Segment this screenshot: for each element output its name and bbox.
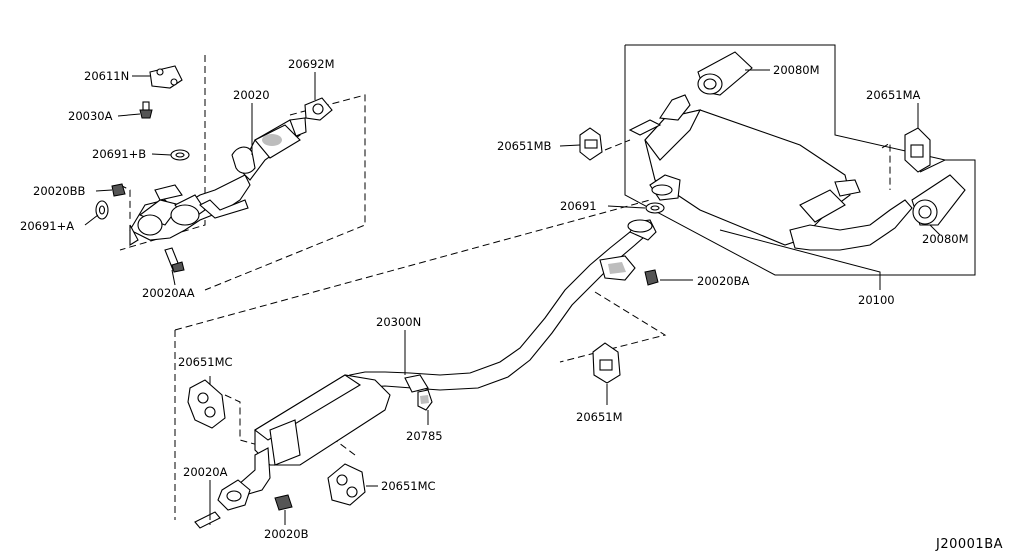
label-20651MB: 20651MB: [497, 139, 552, 153]
label-20080M-right: 20080M: [922, 232, 969, 246]
label-20692M: 20692M: [288, 57, 335, 71]
label-20020B: 20020B: [264, 527, 309, 541]
label-20611N: 20611N: [84, 69, 129, 83]
leader-lines: [84, 69, 941, 525]
nut-20020BA: [644, 269, 659, 286]
label-20300N: 20300N: [376, 315, 421, 329]
mount-rubber-20651MC-top: [187, 379, 226, 429]
label-20691B: 20691+B: [92, 147, 146, 161]
label-20020: 20020: [233, 88, 270, 102]
finisher-20080M-right: [911, 174, 966, 226]
center-pipe-20300N: [349, 219, 657, 393]
label-20651MA: 20651MA: [866, 88, 921, 102]
gasket-20691: [645, 202, 665, 214]
label-20020AA: 20020AA: [142, 286, 195, 300]
gasket-20691B: [170, 149, 190, 161]
stud-20020A: [194, 511, 221, 529]
label-20651MC-top: 20651MC: [178, 355, 233, 369]
gasket-20611N: [149, 65, 183, 89]
mount-rubber-20651MC-bottom: [327, 463, 366, 506]
label-20100: 20100: [858, 293, 895, 307]
label-20785: 20785: [406, 429, 443, 443]
nut-20020BB: [111, 183, 126, 197]
bolt-20030A: [139, 101, 153, 119]
gasket-20691A: [95, 200, 109, 220]
catalyst-converter-assembly: [129, 117, 307, 246]
rear-muffler-20100: [628, 94, 913, 251]
label-20030A: 20030A: [68, 109, 113, 123]
finisher-20080M-top: [697, 51, 753, 96]
label-20080M-top: 20080M: [773, 63, 820, 77]
label-20651MC-bottom: 20651MC: [381, 479, 436, 493]
stud-20020AA: [164, 247, 185, 273]
part-labels: 20611N 20030A 20691+B 20020BB 20691+A 20…: [20, 57, 969, 541]
mount-rubber-20651M: [592, 342, 621, 384]
label-20020BA: 20020BA: [697, 274, 749, 288]
group-outline-rear: [604, 44, 976, 290]
label-20651M: 20651M: [576, 410, 623, 424]
mount-rubber-20651MA: [904, 127, 931, 173]
center-muffler: [217, 374, 391, 511]
label-20691A: 20691+A: [20, 219, 74, 233]
mount-rubber-20651MB: [579, 127, 603, 161]
label-20691: 20691: [560, 199, 597, 213]
gasket-20692M: [304, 97, 333, 121]
bracket-20785: [417, 389, 433, 411]
nut-20020B: [274, 494, 293, 511]
label-20020BB: 20020BB: [33, 184, 85, 198]
diagram-code: J20001BA: [935, 537, 1003, 552]
label-20020A: 20020A: [183, 465, 228, 479]
